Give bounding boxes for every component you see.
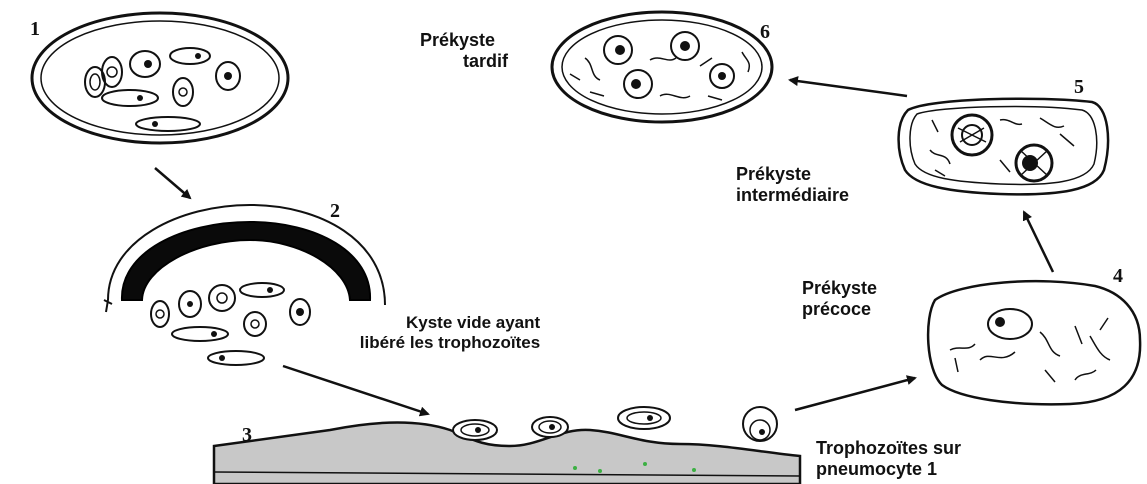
late-precyst-label: Prékyste tardif [420, 30, 508, 71]
arrow-4-to-5 [1024, 212, 1053, 272]
arrow-3-to-4 [795, 378, 915, 410]
intracystic-body [102, 90, 158, 106]
intracystic-body [102, 57, 122, 87]
trophozoites-label-line2: pneumocyte 1 [816, 459, 961, 480]
intracystic-body [130, 51, 160, 77]
stage-number-6: 6 [760, 21, 770, 44]
stage-number-1: 1 [30, 18, 40, 41]
attached-trophozoite [532, 417, 568, 437]
intracystic-body [170, 48, 210, 64]
nucleus [710, 64, 734, 88]
released-trophozoite [172, 327, 228, 341]
empty-cyst-label-line2: libéré les trophozoïtes [326, 333, 540, 353]
released-trophozoite [151, 301, 169, 327]
empty-cyst-label: Kyste vide ayant libéré les trophozoïtes [326, 313, 540, 352]
released-trophozoite [179, 291, 201, 317]
intracystic-body [216, 62, 240, 90]
pneumocyte-membrane [214, 423, 800, 484]
stage-number-5: 5 [1074, 76, 1084, 99]
mature-cyst [32, 13, 288, 143]
nucleus [624, 70, 652, 98]
early-precyst-label-line2: précoce [802, 299, 877, 320]
intracystic-body [173, 78, 193, 106]
stage-number-2: 2 [330, 200, 340, 223]
intermediate-precyst-label-line1: Prékyste [736, 164, 849, 185]
intermediate-precyst-label-line2: intermédiaire [736, 185, 849, 206]
late-precyst-label-line2: tardif [420, 51, 508, 72]
arrow-1-to-2 [155, 168, 190, 198]
trophozoites-label-line1: Trophozoïtes sur [816, 438, 961, 459]
intermediate-precyst [899, 99, 1108, 195]
stage-number-4: 4 [1113, 265, 1123, 288]
early-precyst-label: Prékyste précoce [802, 278, 877, 319]
late-precyst [552, 12, 772, 122]
attached-trophozoite [618, 407, 670, 429]
nucleus-cluster [952, 115, 992, 155]
intracystic-body [136, 117, 200, 131]
released-trophozoite [240, 283, 284, 297]
arrow-2-to-3 [283, 366, 428, 414]
nucleus [604, 36, 632, 64]
stage-number-3: 3 [242, 424, 252, 447]
released-trophozoite [290, 299, 310, 325]
arrow-5-to-6 [790, 80, 907, 96]
trophozoites-label: Trophozoïtes sur pneumocyte 1 [816, 438, 961, 479]
late-precyst-label-line1: Prékyste [420, 30, 508, 51]
early-precyst [928, 281, 1140, 404]
nucleus-cluster [1016, 145, 1052, 181]
nucleus [671, 32, 699, 60]
empty-cyst-label-line1: Kyste vide ayant [326, 313, 540, 333]
attached-trophozoite [743, 407, 777, 441]
released-trophozoite [208, 351, 264, 365]
released-trophozoite [209, 285, 235, 311]
intermediate-precyst-label: Prékyste intermédiaire [736, 164, 849, 205]
attached-trophozoite [453, 420, 497, 440]
early-precyst-label-line1: Prékyste [802, 278, 877, 299]
released-trophozoite [244, 312, 266, 336]
